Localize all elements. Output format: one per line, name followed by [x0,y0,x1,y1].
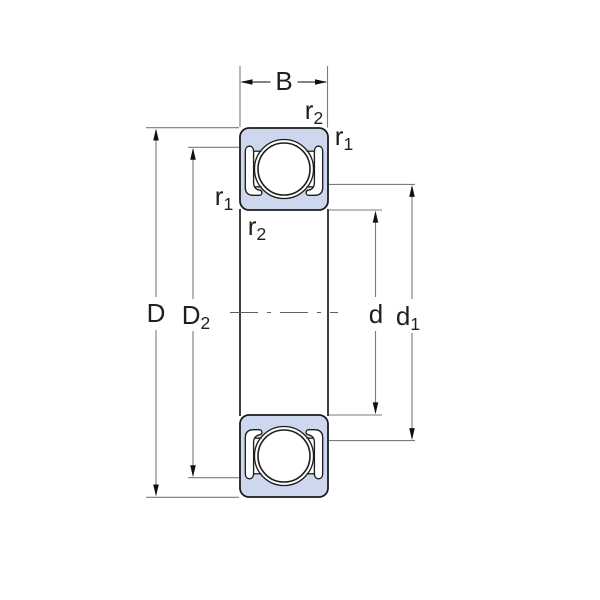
bearing-bottom-section [240,415,328,497]
arrow-B-right [315,79,327,85]
label-bore-diameter-d: d [368,299,384,329]
dimension-arrows [153,79,415,497]
label-chamfer-r2-top: r2 [304,95,324,128]
label-chamfer-r1-left: r1 [214,181,234,214]
arrow-D-down [153,484,159,497]
arrow-d-down [372,402,379,415]
label-recess-diameter-D2: D2 [181,300,211,333]
label-width-B: B [275,66,293,96]
dimension-lines [155,130,413,495]
arrow-D2-down [190,465,196,478]
label-outer-diameter-D: D [146,298,166,328]
label-chamfer-r2-lower-left: r2 [247,211,267,244]
bearing-top-section [240,128,328,210]
arrow-D2-up [190,147,196,160]
label-shoulder-diameter-d1: d1 [395,301,421,334]
label-chamfer-r1-top-right: r1 [334,121,354,154]
arrow-D-up [153,128,159,141]
arrow-d1-up [409,185,415,197]
arrow-d-up [372,210,379,223]
arrow-B-left [240,79,253,85]
arrow-d1-down [409,428,415,440]
extension-lines [146,66,415,498]
